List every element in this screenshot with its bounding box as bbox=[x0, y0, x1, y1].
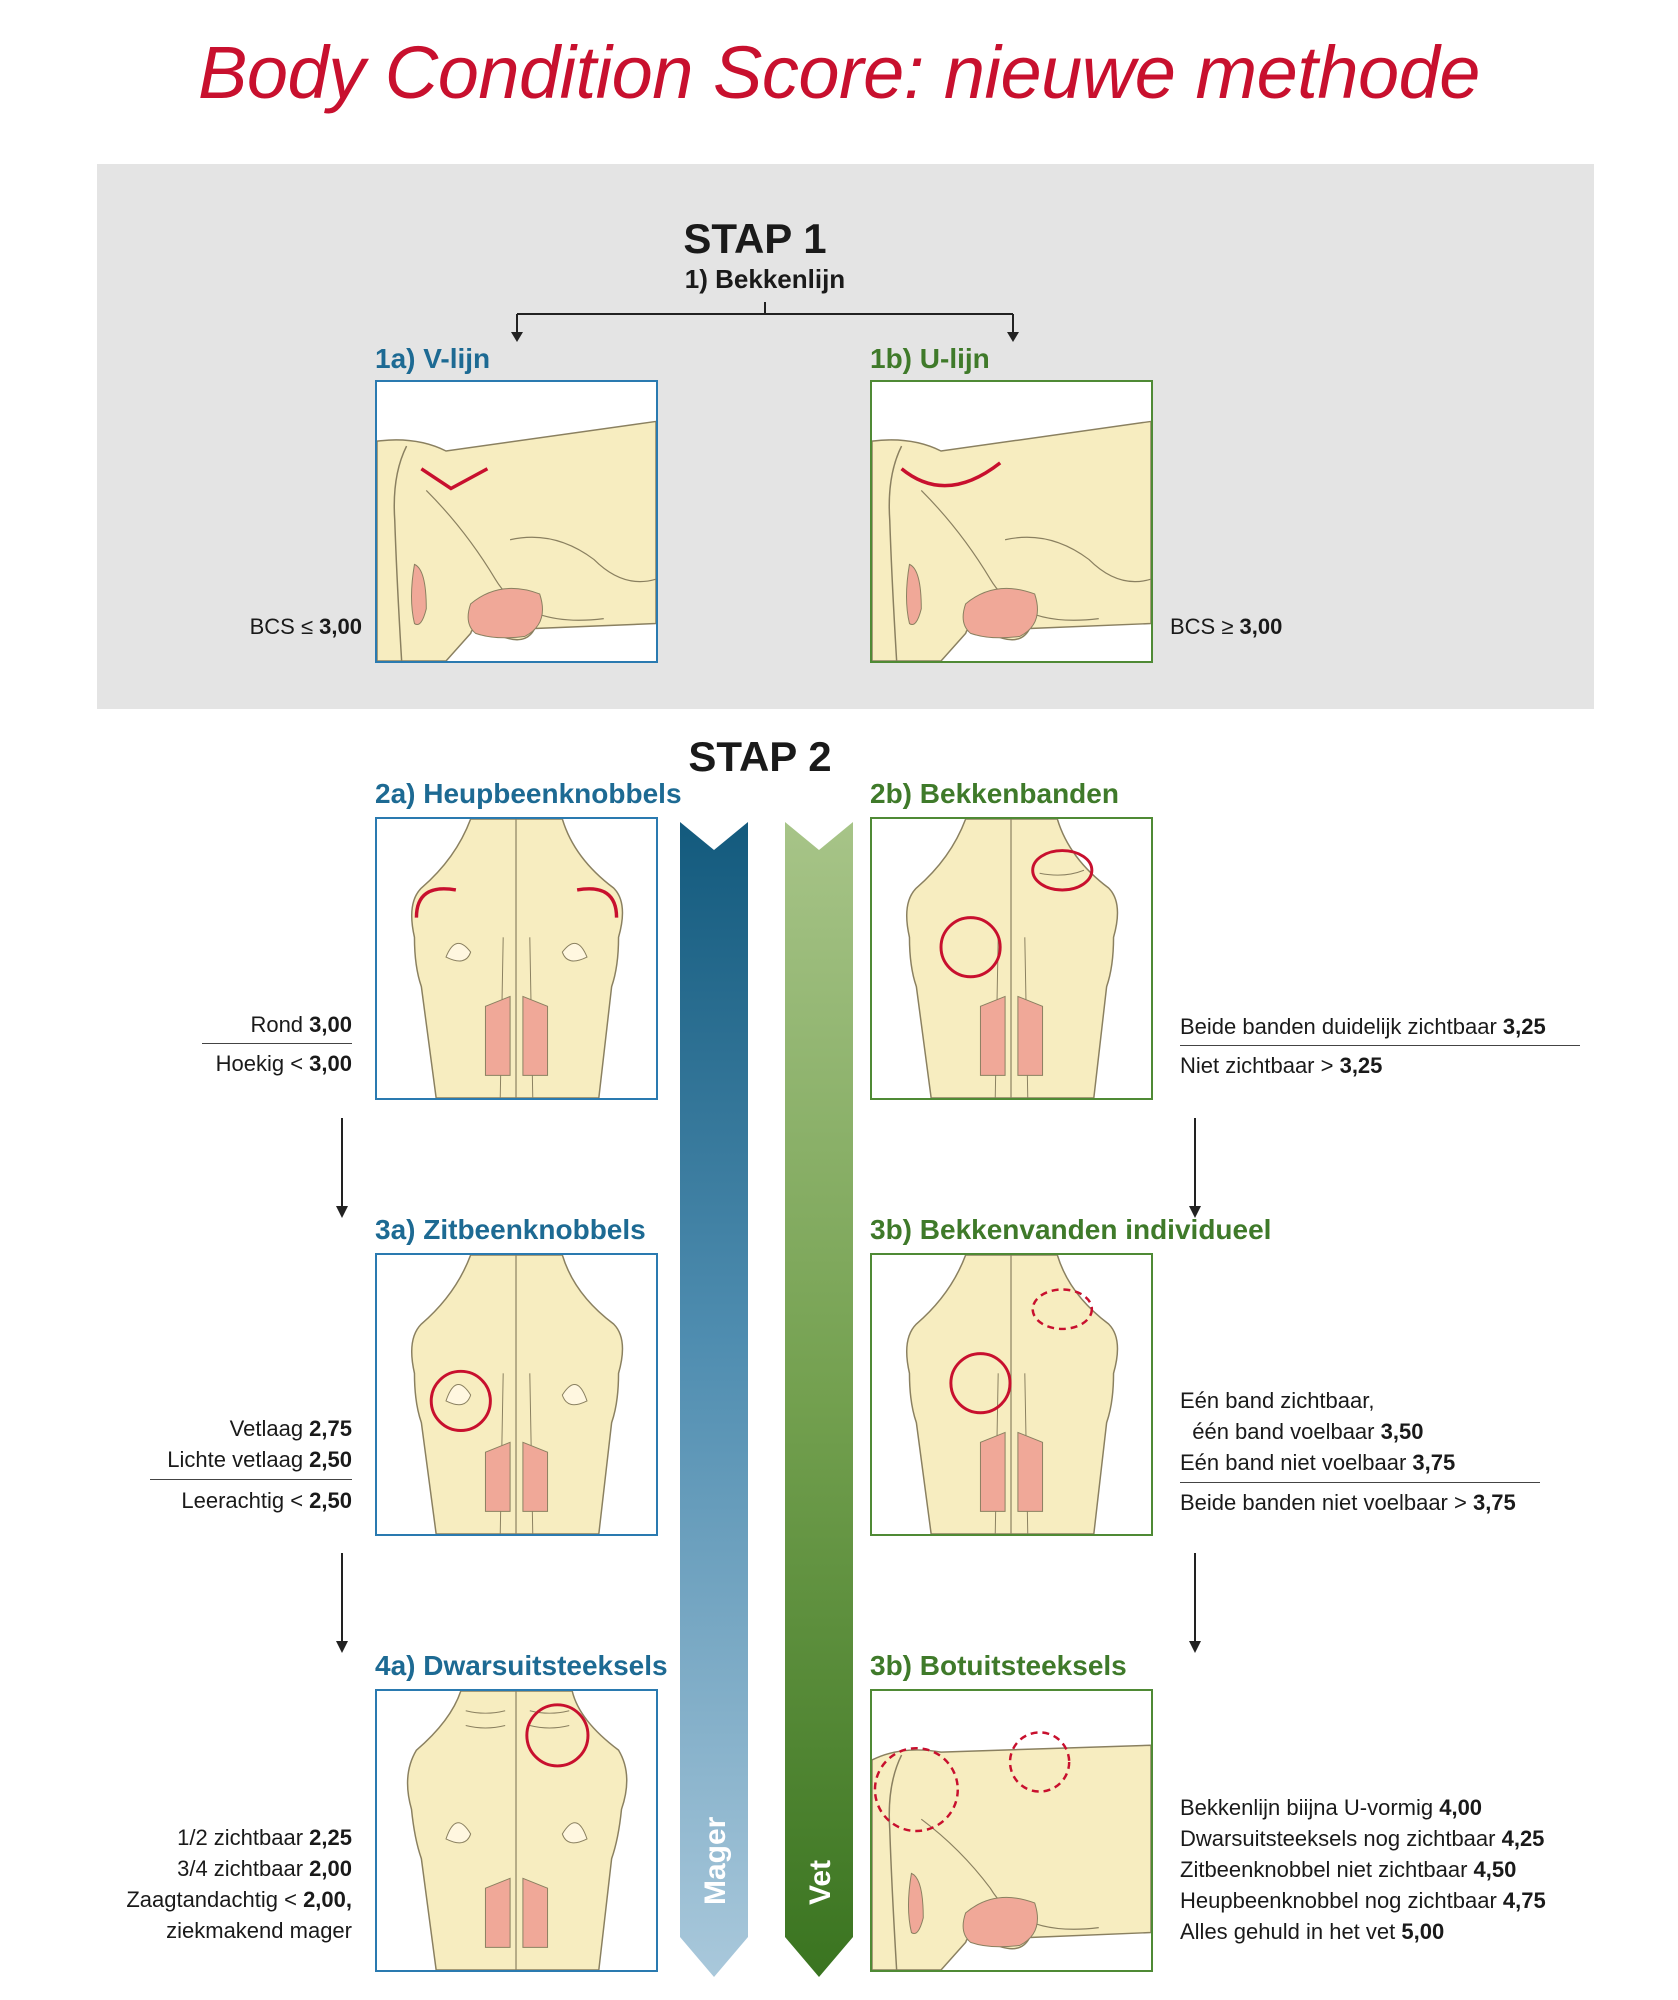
mager-label: Mager bbox=[699, 1816, 732, 1905]
cow-side-v-icon bbox=[377, 420, 656, 661]
image-3a bbox=[375, 1253, 658, 1536]
stap1-panel bbox=[97, 164, 1594, 709]
arrow-3a-4a bbox=[341, 1553, 343, 1643]
vet-label: Vet bbox=[804, 1859, 837, 1905]
arrowhead-2b-3b bbox=[1189, 1206, 1201, 1218]
cow-rear-bands-icon bbox=[905, 819, 1119, 1098]
image-3b-individueel bbox=[870, 1253, 1153, 1536]
label-3b-botuitsteeksels: 3b) Botuitsteeksels bbox=[870, 1650, 1127, 1681]
label-1a-v-lijn: 1a) V-lijn bbox=[375, 343, 491, 374]
image-1a-v-lijn bbox=[375, 380, 658, 663]
image-2a bbox=[375, 817, 658, 1100]
score-3a-leerachtig: Leerachtig < 2,50 bbox=[181, 1488, 352, 1513]
arrowhead-3a-4a bbox=[336, 1641, 348, 1653]
arrow-2b-3b bbox=[1194, 1118, 1196, 1208]
score-3b-niet-voelbaar: Eén band niet voelbaar 3,75 bbox=[1180, 1450, 1456, 1475]
score-bot-4-25: Dwarsuitsteeksels nog zichtbaar 4,25 bbox=[1180, 1826, 1545, 1851]
score-bot-4-50: Zitbeenknobbel niet zichtbaar 4,50 bbox=[1180, 1857, 1517, 1882]
cow-side-fat-icon bbox=[872, 1731, 1151, 1970]
score-1b: BCS ≥ 3,00 bbox=[1170, 614, 1283, 639]
cow-rear-hip-icon bbox=[410, 819, 624, 1098]
score-3b-beide-niet-voelbaar: Beide banden niet voelbaar > 3,75 bbox=[1180, 1490, 1516, 1515]
score-2a-hoekig: Hoekig < 3,00 bbox=[215, 1051, 352, 1076]
cow-side-u-icon bbox=[872, 420, 1151, 661]
score-1a: BCS ≤ 3,00 bbox=[249, 614, 362, 639]
score-2a-rond: Rond 3,00 bbox=[250, 1012, 352, 1037]
score-3b-een-voelbaar: één band voelbaar 3,50 bbox=[1180, 1419, 1424, 1444]
score-2b-duidelijk: Beide banden duidelijk zichtbaar 3,25 bbox=[1180, 1014, 1546, 1039]
label-4a: 4a) Dwarsuitsteeksels bbox=[375, 1650, 668, 1681]
branch-connector bbox=[511, 302, 1019, 342]
score-4a-half: 1/2 zichtbaar 2,25 bbox=[177, 1825, 352, 1850]
image-3b-botuitsteeksels bbox=[870, 1689, 1153, 1972]
divider-3a bbox=[150, 1479, 352, 1480]
arrowhead-3b-botuitsteeksels bbox=[1189, 1641, 1201, 1653]
stap1-subheading: 1) Bekkenlijn bbox=[684, 264, 846, 294]
score-2b-niet-zichtbaar: Niet zichtbaar > 3,25 bbox=[1180, 1053, 1383, 1078]
score-4a-three-quarter: 3/4 zichtbaar 2,00 bbox=[177, 1856, 352, 1881]
image-1b-u-lijn bbox=[870, 380, 1153, 663]
divider-2b bbox=[1180, 1045, 1580, 1046]
arrow-3b-botuitsteeksels bbox=[1194, 1553, 1196, 1643]
image-2b bbox=[870, 817, 1153, 1100]
cow-rear-transverse-icon bbox=[406, 1691, 628, 1970]
divider-3b bbox=[1180, 1482, 1540, 1483]
label-1b-u-lijn: 1b) U-lijn bbox=[870, 343, 990, 374]
cow-rear-pin-icon bbox=[410, 1255, 624, 1534]
stap2-heading: STAP 2 bbox=[688, 733, 832, 780]
cow-rear-bands-dashed-icon bbox=[905, 1255, 1119, 1534]
score-bot-4-00: Bekkenlijn biijna U-vormig 4,00 bbox=[1180, 1795, 1483, 1820]
score-3a-vetlaag: Vetlaag 2,75 bbox=[229, 1416, 352, 1441]
page-title: Body Condition Score: nieuwe methode bbox=[198, 31, 1480, 114]
label-2b: 2b) Bekkenbanden bbox=[870, 778, 1119, 809]
score-3a-lichte-vetlaag: Lichte vetlaag 2,50 bbox=[167, 1447, 352, 1472]
arrow-2a-3a bbox=[341, 1118, 343, 1208]
arrowhead-2a-3a bbox=[336, 1206, 348, 1218]
label-3a: 3a) Zitbeenknobbels bbox=[375, 1214, 646, 1245]
score-3b-een-zichtbaar: Eén band zichtbaar, bbox=[1180, 1388, 1375, 1413]
stap1-heading: STAP 1 bbox=[683, 215, 827, 262]
divider-2a bbox=[202, 1043, 352, 1044]
label-3b-individueel: 3b) Bekkenvanden individueel bbox=[870, 1214, 1272, 1245]
vet-bar bbox=[785, 822, 853, 1977]
score-bot-5-00: Alles gehuld in het vet 5,00 bbox=[1180, 1919, 1445, 1944]
score-bot-4-75: Heupbeenknobbel nog zichtbaar 4,75 bbox=[1180, 1888, 1546, 1913]
mager-bar bbox=[680, 822, 748, 1977]
label-2a: 2a) Heupbeenknobbels bbox=[375, 778, 682, 809]
score-4a-zaagtand: Zaagtandachtig < 2,00, bbox=[126, 1887, 352, 1912]
image-4a bbox=[375, 1689, 658, 1972]
score-4a-ziekmakend: ziekmakend mager bbox=[166, 1918, 352, 1943]
